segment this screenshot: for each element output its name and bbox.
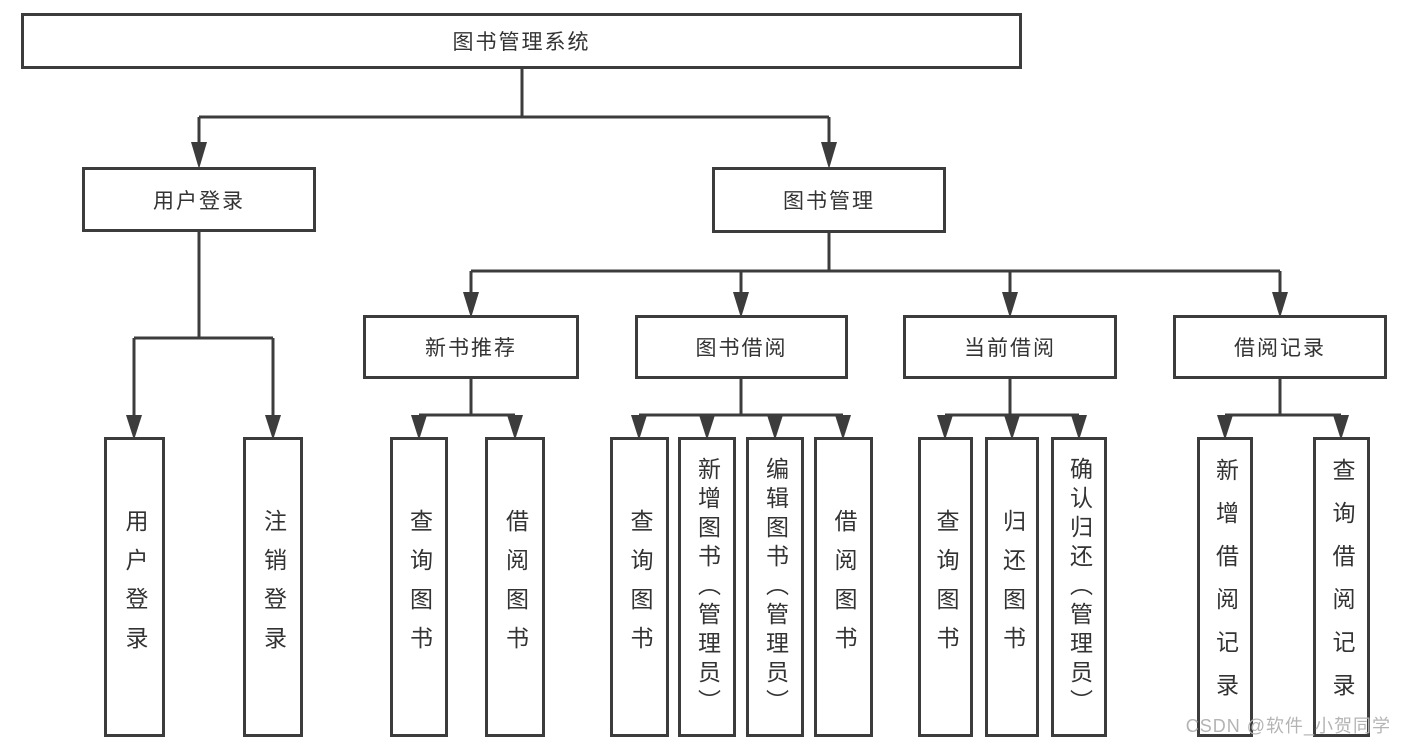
leaf-edit-books-admin-label: 编辑图书（管理员） [762, 456, 789, 718]
node-borrowing-records: 借阅记录 [1173, 315, 1387, 379]
leaf-recommend-borrow-books-label: 借阅图书 [502, 509, 529, 665]
node-book-borrowing-label: 图书借阅 [695, 337, 788, 360]
leaf-return-books: 归还图书 [985, 437, 1039, 737]
node-root: 图书管理系统 [21, 13, 1022, 69]
leaf-confirm-return-admin: 确认归还（管理员） [1051, 437, 1107, 737]
leaf-logout-label: 注销登录 [260, 509, 287, 665]
leaf-user-login-label: 用户登录 [122, 509, 148, 665]
watermark: CSDN @软件_小贺同学 [1185, 716, 1391, 736]
leaf-current-query-books: 查询图书 [918, 437, 973, 737]
node-root-label: 图书管理系统 [452, 31, 591, 54]
node-book-management-label: 图书管理 [783, 190, 875, 213]
leaf-borrowing-query-books: 查询图书 [610, 437, 669, 737]
node-new-book-recommend-label: 新书推荐 [425, 337, 517, 360]
leaf-query-borrow-record-label: 查询借阅记录 [1329, 458, 1355, 716]
node-borrowing-records-label: 借阅记录 [1234, 337, 1326, 360]
node-current-borrowing: 当前借阅 [903, 315, 1117, 379]
leaf-add-borrow-record-label: 新增借阅记录 [1212, 458, 1239, 716]
node-book-borrowing: 图书借阅 [635, 315, 848, 379]
leaf-borrowing-borrow-books-label: 借阅图书 [831, 509, 857, 665]
node-new-book-recommend: 新书推荐 [363, 315, 579, 379]
leaf-edit-books-admin: 编辑图书（管理员） [746, 437, 804, 737]
leaf-confirm-return-admin-label: 确认归还（管理员） [1066, 456, 1093, 718]
node-user-login-label: 用户登录 [153, 189, 245, 213]
leaf-recommend-query-books: 查询图书 [390, 437, 448, 737]
node-current-borrowing-label: 当前借阅 [964, 337, 1056, 360]
leaf-recommend-query-books-label: 查询图书 [406, 509, 433, 665]
leaf-recommend-borrow-books: 借阅图书 [485, 437, 545, 737]
leaf-add-books-admin-label: 新增图书（管理员） [694, 456, 721, 718]
leaf-current-query-books-label: 查询图书 [933, 509, 959, 665]
leaf-logout: 注销登录 [243, 437, 303, 737]
leaf-user-login: 用户登录 [104, 437, 165, 737]
leaf-add-borrow-record: 新增借阅记录 [1197, 437, 1253, 737]
leaf-borrowing-borrow-books: 借阅图书 [814, 437, 873, 737]
leaf-return-books-label: 归还图书 [999, 509, 1026, 665]
leaf-add-books-admin: 新增图书（管理员） [678, 437, 736, 737]
node-user-login: 用户登录 [82, 167, 316, 232]
leaf-borrowing-query-books-label: 查询图书 [627, 509, 653, 665]
node-book-management: 图书管理 [712, 167, 946, 233]
leaf-query-borrow-record: 查询借阅记录 [1313, 437, 1370, 737]
